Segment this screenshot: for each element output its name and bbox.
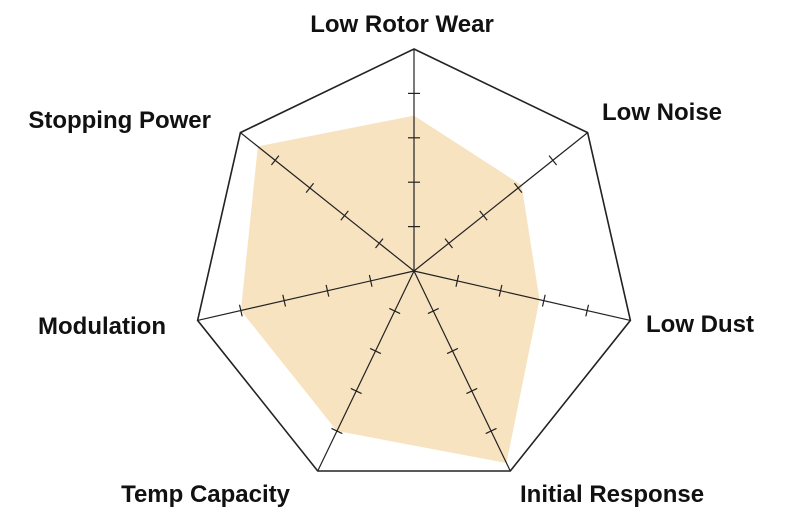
- axis-ticks: [238, 92, 590, 435]
- tick-low-noise-2: [479, 210, 488, 221]
- tick-temp-capacity-3: [350, 387, 362, 395]
- tick-low-noise-1: [444, 238, 453, 249]
- axis-label-low-dust: Low Dust: [646, 311, 754, 338]
- tick-initial-response-1: [427, 307, 439, 315]
- tick-stopping-power-1: [375, 238, 384, 249]
- tick-modulation-1: [368, 274, 373, 287]
- tick-temp-capacity-2: [369, 347, 382, 355]
- tick-low-noise-4: [548, 155, 558, 166]
- spoke-initial-response: [413, 270, 511, 472]
- tick-low-dust-4: [585, 304, 590, 317]
- tick-low-noise-3: [513, 182, 523, 193]
- tick-low-dust-3: [541, 294, 546, 307]
- tick-low-dust-2: [498, 284, 503, 297]
- tick-stopping-power-3: [305, 182, 315, 193]
- outer-frame: [196, 48, 632, 472]
- tick-low-dust-1: [455, 274, 460, 287]
- spoke-low-noise: [413, 132, 588, 272]
- axis-label-low-rotor-wear: Low Rotor Wear: [310, 11, 494, 38]
- spoke-stopping-power: [240, 132, 415, 272]
- spoke-low-dust: [413, 270, 631, 321]
- spoke-temp-capacity: [317, 270, 415, 472]
- axis-label-temp-capacity: Temp Capacity: [121, 481, 291, 508]
- axis-label-low-noise: Low Noise: [602, 99, 722, 126]
- tick-initial-response-3: [466, 387, 478, 395]
- tick-modulation-3: [282, 294, 287, 307]
- tick-temp-capacity-4: [331, 427, 343, 435]
- tick-temp-capacity-1: [389, 307, 401, 315]
- axis-spokes: [197, 49, 631, 472]
- tick-modulation-2: [325, 284, 330, 297]
- tick-initial-response-2: [446, 347, 459, 355]
- tick-modulation-4: [238, 304, 243, 317]
- tick-stopping-power-4: [270, 155, 280, 166]
- axis-labels: Low Rotor Wear Low Noise Low Dust Initia…: [28, 11, 754, 508]
- tick-initial-response-4: [485, 427, 497, 435]
- spoke-modulation: [197, 270, 415, 321]
- axis-label-initial-response: Initial Response: [520, 481, 704, 508]
- tick-stopping-power-2: [340, 210, 349, 221]
- axis-label-stopping-power: Stopping Power: [28, 107, 211, 134]
- axis-label-modulation: Modulation: [38, 313, 166, 340]
